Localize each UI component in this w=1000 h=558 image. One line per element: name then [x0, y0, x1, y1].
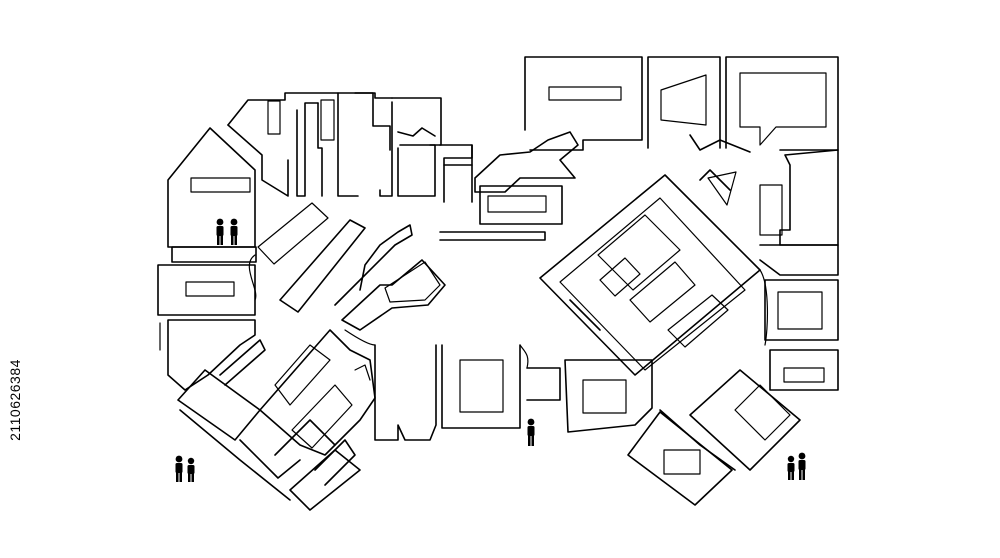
- stock-id-label: 2110626384: [7, 359, 23, 441]
- center-left-diagonal-blocks: [179, 202, 446, 511]
- people-couple-left-upper: [216, 218, 238, 245]
- people-person-center: [527, 418, 535, 446]
- person-figure: [527, 418, 535, 446]
- top-right-shops: [524, 56, 839, 151]
- corridor-outlines: [248, 254, 769, 369]
- person-figure: [787, 455, 795, 480]
- person-figure: [216, 218, 224, 245]
- people-couple-left-lower: [175, 455, 195, 482]
- right-wing-shops: [627, 149, 839, 506]
- left-wing-shops: [157, 127, 261, 441]
- top-left-shops: [227, 92, 473, 203]
- people-couple-right: [787, 452, 806, 480]
- person-figure: [175, 455, 183, 482]
- person-figure: [187, 457, 195, 482]
- center-right-rotated-block: [439, 131, 761, 376]
- stock-id-strip: 2110626384: [0, 0, 30, 558]
- person-figure: [798, 452, 806, 480]
- center-bottom-shops: [374, 344, 653, 441]
- person-figure: [230, 218, 238, 245]
